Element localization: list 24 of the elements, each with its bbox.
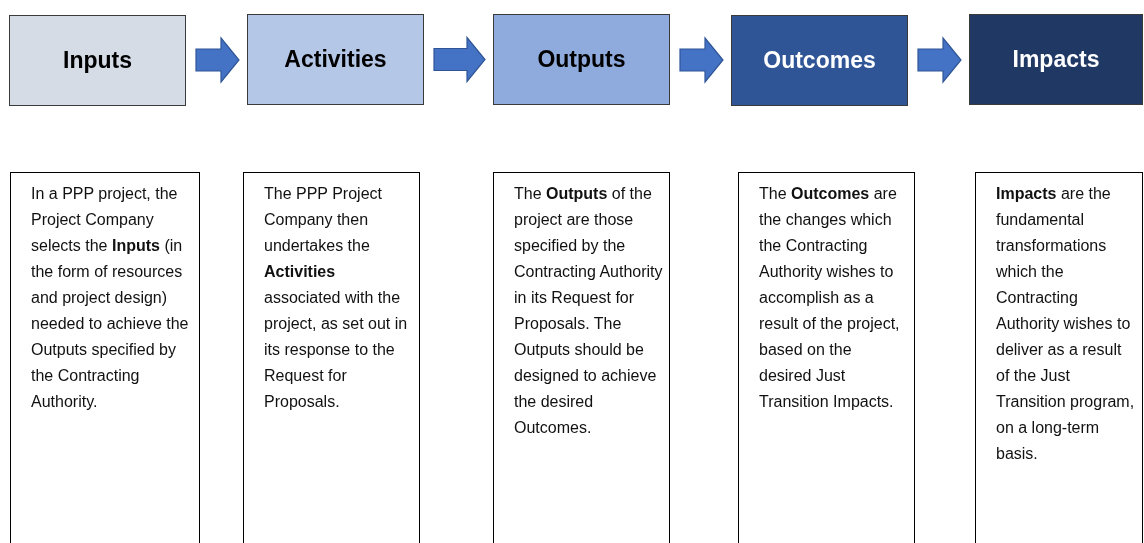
description-box [493, 172, 670, 543]
block-arrow [195, 36, 240, 84]
stage-box [9, 15, 186, 106]
stage-title: Outputs [537, 46, 626, 73]
block-arrow [433, 35, 486, 84]
description-box [738, 172, 915, 543]
description-box [10, 172, 200, 543]
description-text: The PPP Project Company then undertakes the Activities associated with the project, as set out in its response to the Request for Proposals. [264, 184, 409, 412]
description-text: The Outcomes are the changes which the Contracting Authority wishes to accomplish as a result of the project, based on the desired Just Transition Impacts. [759, 184, 901, 412]
stage-title: Activities [284, 46, 387, 73]
stage-title: Impacts [1012, 46, 1100, 73]
description-text: Impacts are the fundamental transformations which the Contracting Authority wishes to deliver as a result of the Just Transition program, on a long-term basis. [996, 184, 1136, 464]
description-box [243, 172, 420, 543]
block-arrow [679, 36, 724, 84]
stage-box [493, 14, 670, 105]
stage-box [969, 14, 1143, 105]
stage-box [731, 15, 908, 106]
stage-title: Outcomes [763, 47, 876, 74]
block-arrow [917, 36, 962, 84]
stage-title: Inputs [63, 47, 132, 74]
description-box [975, 172, 1143, 543]
description-text: The Outputs of the project are those specified by the Contracting Authority in its Request for Proposals. The Outputs should be designed to achieve the desired Outcomes. [514, 184, 663, 438]
stage-box [247, 14, 424, 105]
description-text: In a PPP project, the Project Company selects the Inputs (in the form of resources and project design) needed to achieve the Outputs specified by the Contracting Authority. [31, 184, 190, 412]
